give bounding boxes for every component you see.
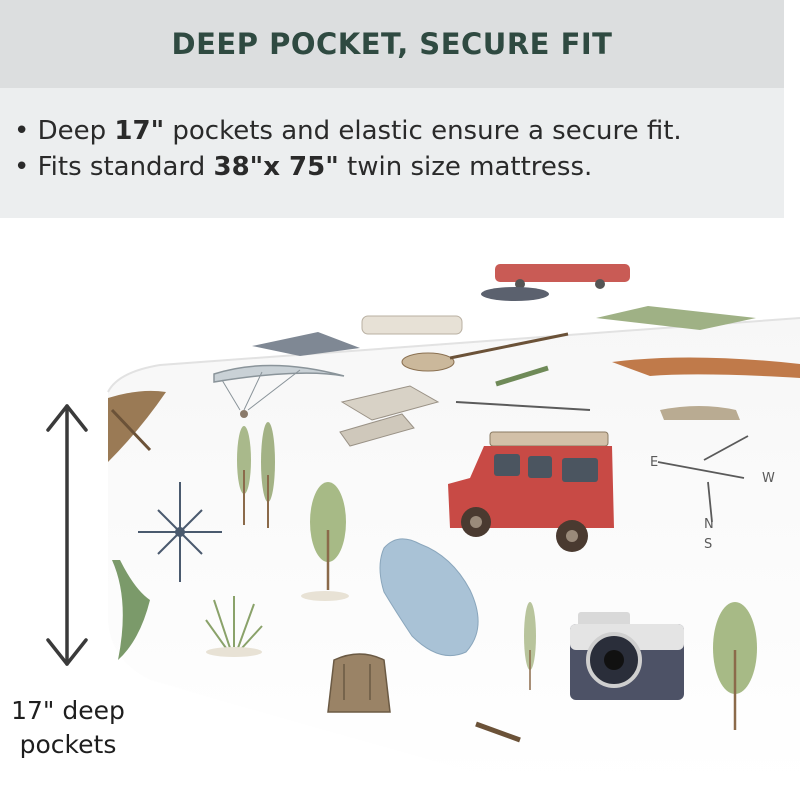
- pond-icon: [379, 538, 479, 657]
- tree-icon: [112, 422, 757, 730]
- mattress-edge-shadow: [107, 317, 800, 393]
- mattress-side-face: [108, 318, 800, 786]
- rock-icon: [481, 287, 549, 301]
- map-icon: [339, 385, 440, 447]
- compass-west-label: W: [762, 471, 775, 486]
- bullet-text-bold: 17": [114, 116, 165, 146]
- camera-icon: [570, 612, 684, 700]
- depth-arrow-icon: [46, 404, 88, 666]
- depth-callout-line1: 17" deep: [11, 696, 125, 725]
- compass-south-label: S: [704, 537, 712, 552]
- feature-bullet-pockets: • Deep 17" pockets and elastic ensure a …: [14, 116, 682, 146]
- compass-east-label: E: [650, 455, 658, 470]
- arrow-motif-icon: [455, 401, 591, 411]
- fox-icon: [612, 357, 800, 378]
- depth-callout: 17" deep pockets: [0, 694, 136, 762]
- satchel-bag-icon: [327, 653, 391, 713]
- feature-bullet-size: • Fits standard 38"x 75" twin size mattr…: [14, 152, 592, 182]
- bullet-marker: •: [14, 152, 30, 182]
- guitar-neck-icon: [475, 721, 521, 743]
- features-panel: • Deep 17" pockets and elastic ensure a …: [0, 88, 784, 218]
- acoustic-guitar-icon: [401, 332, 569, 372]
- bullet-text-bold: 38"x 75": [213, 152, 339, 182]
- leaf-branch-icon: [495, 365, 549, 387]
- bullet-marker: •: [14, 116, 30, 146]
- kayak-icon: [108, 390, 166, 462]
- depth-callout-line2: pockets: [19, 730, 117, 759]
- bullet-text-post: twin size mattress.: [338, 152, 593, 182]
- compass-rose-icon: [138, 482, 222, 582]
- red-jeep-small-icon: [495, 264, 630, 289]
- compass-arrows-icon: [657, 435, 749, 523]
- hat-icon: [660, 406, 740, 420]
- tent-icon: [596, 306, 756, 330]
- page-title: DEEP POCKET, SECURE FIT: [171, 27, 613, 61]
- compass-north-label: N: [704, 517, 714, 532]
- bullet-text-post: pockets and elastic ensure a secure fit.: [164, 116, 682, 146]
- grass-tuft-icon: [205, 596, 263, 657]
- mountain-icon: [252, 332, 360, 356]
- red-jeep-icon: [448, 431, 614, 552]
- bullet-text-pre: Deep: [29, 116, 115, 146]
- header-banner: DEEP POCKET, SECURE FIT: [0, 0, 784, 88]
- bullet-text-pre: Fits standard: [29, 152, 214, 182]
- paraglider-icon: [213, 364, 345, 418]
- campervan-icon: [361, 315, 463, 335]
